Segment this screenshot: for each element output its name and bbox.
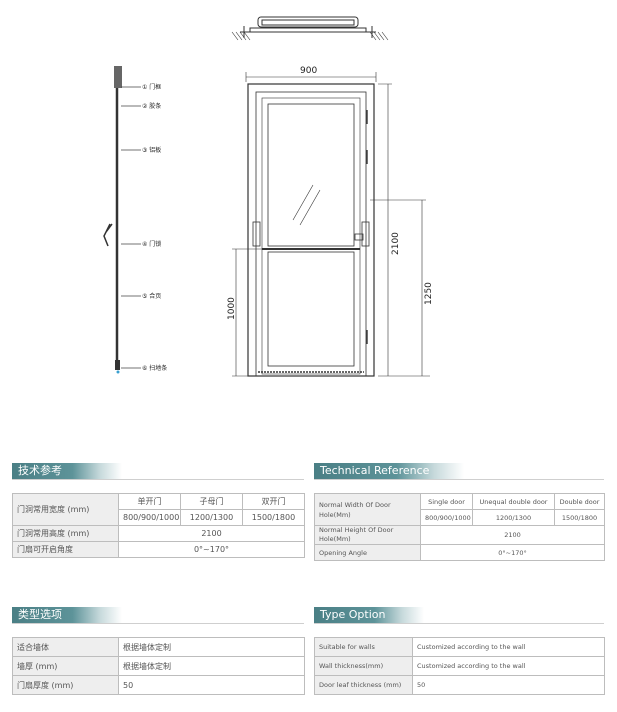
table-row: 门扇厚度 (mm) 50 (12, 675, 305, 695)
tech-en-height-value: 2100 (420, 525, 605, 545)
tech-cn-angle-value: 0°~170° (118, 541, 305, 558)
type-en-leaf-value: 50 (412, 675, 605, 695)
type-cn-wall-value: 根据墙体定制 (118, 637, 305, 657)
tech-en-col-single: Single door (420, 493, 473, 510)
tech-en-angle-label: Opening Angle (314, 544, 421, 561)
tech-cn-width-single: 800/900/1000 (118, 509, 181, 526)
table-row: Wall thickness(mm) Customized according … (314, 656, 605, 676)
tech-cn-divider (12, 479, 304, 480)
type-cn-table: 适合墙体 根据墙体定制 墙厚 (mm) 根据墙体定制 门扇厚度 (mm) 50 (12, 637, 305, 695)
tech-cn-angle-label: 门扇可开启角度 (12, 541, 119, 558)
type-en-wall-label: Suitable for walls (314, 637, 413, 657)
type-en-table: Suitable for walls Customized according … (314, 637, 605, 695)
type-cn-thickness-value: 根据墙体定制 (118, 656, 305, 676)
type-cn-thickness-label: 墙厚 (mm) (12, 656, 119, 676)
tech-en-divider (314, 479, 604, 480)
tech-en-width-label: Normal Width Of Door Hole(Mm) (314, 493, 421, 526)
dim-width: 900 (300, 66, 317, 76)
side-label-sweep: ⑥ 扫地条 (142, 364, 167, 372)
type-cn-leaf-label: 门扇厚度 (mm) (12, 675, 119, 695)
tech-cn-col-single: 单开门 (118, 493, 181, 510)
tech-cn-table: 门洞常用宽度 (mm) 单开门 子母门 双开门 800/900/1000 120… (12, 493, 305, 558)
tech-cn-col-unequal: 子母门 (180, 493, 243, 510)
tech-en-width-double: 1500/1800 (554, 509, 605, 526)
type-en-leaf-label: Door leaf thickness (mm) (314, 675, 413, 695)
tech-cn-width-double: 1500/1800 (242, 509, 305, 526)
table-row: 适合墙体 根据墙体定制 (12, 637, 305, 657)
type-en-wall-value: Customized according to the wall (412, 637, 605, 657)
side-label-lock: ④ 门锁 (142, 240, 161, 248)
front-elevation (232, 72, 430, 377)
dim-mid-rail-height: 1000 (227, 297, 237, 320)
side-label-seal: ② 胶条 (142, 102, 161, 110)
side-label-hinge: ⑤ 合页 (142, 292, 161, 300)
tech-en-title: Technical Reference (314, 463, 464, 479)
tech-en-height-label: Normal Height Of Door Hole(Mm) (314, 525, 421, 545)
type-en-divider (314, 623, 604, 624)
type-cn-title: 类型选项 (12, 607, 122, 623)
side-label-panel: ③ 铝板 (142, 146, 161, 154)
table-row: 墙厚 (mm) 根据墙体定制 (12, 656, 305, 676)
type-cn-wall-label: 适合墙体 (12, 637, 119, 657)
tech-en-angle-value: 0°~170° (420, 544, 605, 561)
type-cn-divider (12, 623, 304, 624)
dim-height: 2100 (391, 232, 401, 255)
type-en-thickness-label: Wall thickness(mm) (314, 656, 413, 676)
tech-en-width-unequal: 1200/1300 (472, 509, 555, 526)
tech-cn-col-double: 双开门 (242, 493, 305, 510)
type-en-title: Type Option (314, 607, 424, 623)
door-technical-drawing: ① 门框 ② 胶条 ③ 铝板 ④ 门锁 ⑤ 合页 ⑥ 扫地条 (103, 16, 434, 377)
tech-cn-height-value: 2100 (118, 525, 305, 542)
tech-cn-width-label: 门洞常用宽度 (mm) (12, 493, 119, 526)
dim-handle-height: 1250 (424, 282, 434, 305)
side-label-frame: ① 门框 (142, 83, 161, 91)
side-section: ① 门框 ② 胶条 ③ 铝板 ④ 门锁 ⑤ 合页 ⑥ 扫地条 (103, 66, 167, 374)
tech-cn-height-label: 门洞常用高度 (mm) (12, 525, 119, 542)
type-en-thickness-value: Customized according to the wall (412, 656, 605, 676)
tech-en-table: Normal Width Of Door Hole(Mm) Single doo… (314, 493, 605, 561)
type-cn-leaf-value: 50 (118, 675, 305, 695)
table-row: Door leaf thickness (mm) 50 (314, 675, 605, 695)
plan-view (231, 16, 389, 41)
tech-en-col-double: Double door (554, 493, 605, 510)
tech-cn-width-unequal: 1200/1300 (180, 509, 243, 526)
tech-cn-title: 技术参考 (12, 463, 122, 479)
tech-en-col-unequal: Unequal double door (472, 493, 555, 510)
tech-en-width-single: 800/900/1000 (420, 509, 473, 526)
table-row: Suitable for walls Customized according … (314, 637, 605, 657)
